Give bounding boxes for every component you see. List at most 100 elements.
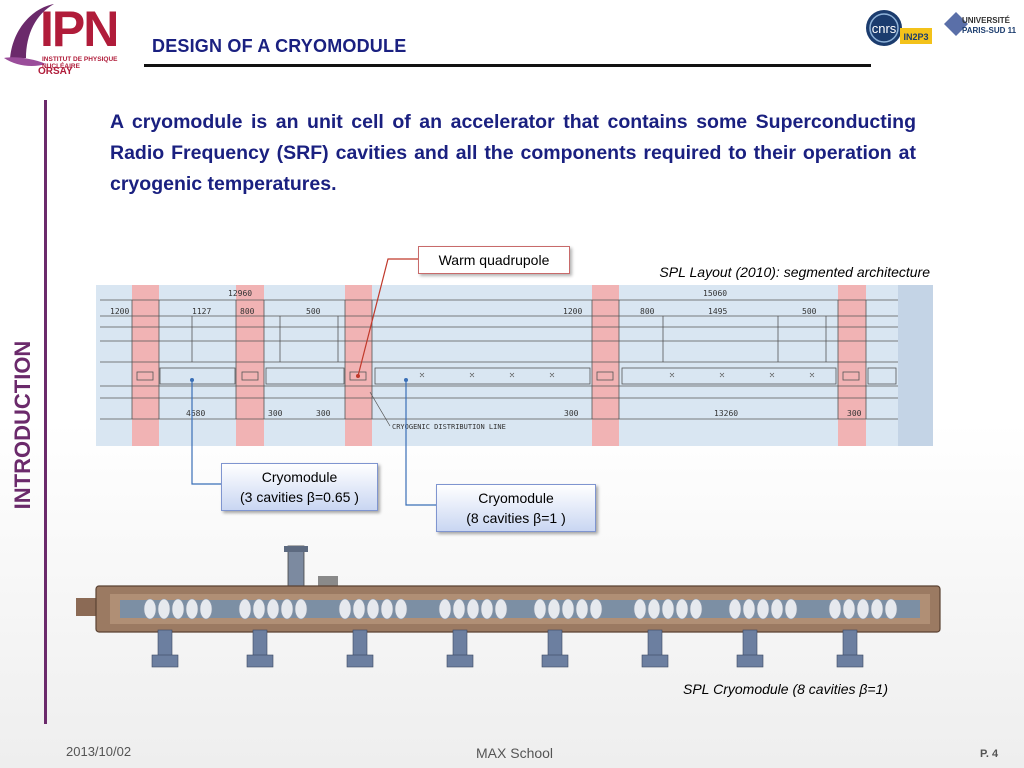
- dim-300-c: 300: [564, 409, 579, 418]
- ipn-logo: IPN INSTITUT DE PHYSIQUE NUCLÉAIRE ORSAY: [2, 0, 134, 84]
- dim-800-right: 800: [640, 307, 655, 316]
- cavity-cell: [756, 598, 770, 620]
- footer-page-number: P. 4: [980, 748, 999, 760]
- support-foot: [346, 654, 374, 668]
- in2p3-logo: IN2P3: [900, 28, 932, 44]
- dim-13260: 13260: [714, 409, 738, 418]
- cavity-cell: [185, 598, 199, 620]
- cryomodule-caption: SPL Cryomodule (8 cavities β=1): [683, 681, 888, 697]
- in2p3-logo-text: IN2P3: [903, 32, 928, 42]
- cavity-cell: [280, 598, 294, 620]
- cryomodule-3-cavities-callout: Cryomodule (3 cavities β=0.65 ): [221, 463, 378, 511]
- dim-300-d: 300: [847, 409, 862, 418]
- dim-500-left: 500: [306, 307, 321, 316]
- warm-leader-line: [357, 258, 418, 377]
- dim-4680: 4680: [186, 409, 205, 418]
- title-underline: [144, 64, 871, 67]
- cavity-cell: [728, 598, 742, 620]
- warm-quadrupole-callout: Warm quadrupole: [418, 246, 570, 274]
- support-foot: [641, 654, 669, 668]
- support-foot: [836, 654, 864, 668]
- cavity-cell: [742, 598, 756, 620]
- cavity-cell: [784, 598, 798, 620]
- cnrs-logo: cnrs: [866, 10, 902, 46]
- cavity-cell: [533, 598, 547, 620]
- ipn-swoosh-icon: [4, 4, 54, 66]
- cavity-cell: [199, 598, 213, 620]
- dim-500-right: 500: [802, 307, 817, 316]
- cavity-cell: [561, 598, 575, 620]
- cryomodule-drawing: [76, 545, 941, 668]
- intro-paragraph: A cryomodule is an unit cell of an accel…: [110, 111, 916, 195]
- cavity-cell: [870, 598, 884, 620]
- cryo-line-label: CRYOGENIC DISTRIBUTION LINE: [392, 423, 506, 431]
- cavity-cell: [575, 598, 589, 620]
- cavity-cell: [770, 598, 784, 620]
- cm1-leader-line: [191, 380, 221, 485]
- warm-leader-dot: [356, 374, 360, 378]
- dim-1127: 1127: [192, 307, 211, 316]
- cm2-detail: (8 cavities β=1 ): [466, 510, 566, 526]
- cavity-cell: [438, 598, 452, 620]
- cm2-leader-line: [405, 380, 436, 506]
- cm2-title: Cryomodule: [478, 490, 554, 506]
- dim-15060: 15060: [703, 289, 727, 298]
- cavity-cell: [394, 598, 408, 620]
- cavity-cell: [828, 598, 842, 620]
- cavity-cell: [238, 598, 252, 620]
- cryomodule-8-cavities-callout: Cryomodule (8 cavities β=1 ): [436, 484, 596, 532]
- cavity-cell: [171, 598, 185, 620]
- cavity-cell: [547, 598, 561, 620]
- warm-band-5: [838, 285, 866, 446]
- spl-layout-schematic: 12960 15060 1200 1127 800 500 1200 800 1…: [96, 285, 933, 446]
- support-foot: [151, 654, 179, 668]
- cavity-cell: [338, 598, 352, 620]
- support-foot: [446, 654, 474, 668]
- logo-ipn-text: IPN: [40, 1, 119, 57]
- support-foot: [736, 654, 764, 668]
- cavity-cell: [480, 598, 494, 620]
- dim-300-a: 300: [268, 409, 283, 418]
- cavity-cell: [633, 598, 647, 620]
- dim-1200-left: 1200: [110, 307, 129, 316]
- cavity-cell: [380, 598, 394, 620]
- warm-band-3: [345, 285, 372, 446]
- cavity-cell: [856, 598, 870, 620]
- warm-band-4: [592, 285, 619, 446]
- schematic-end-block: [898, 285, 933, 446]
- cavity-cell: [266, 598, 280, 620]
- cavity-cell: [352, 598, 366, 620]
- support-foot: [246, 654, 274, 668]
- cavity-cell: [452, 598, 466, 620]
- cnrs-logo-text: cnrs: [872, 21, 897, 36]
- footer-school: MAX School: [476, 745, 554, 761]
- cm2-leader-dot: [404, 378, 408, 382]
- dim-12960: 12960: [228, 289, 252, 298]
- warm-band-1: [132, 285, 159, 446]
- dim-1495: 1495: [708, 307, 727, 316]
- sidebar-rule: [44, 100, 47, 724]
- footer-date: 2013/10/02: [66, 744, 132, 759]
- cavity-cell: [157, 598, 171, 620]
- cavity-cell: [143, 598, 157, 620]
- cavity-cell: [494, 598, 508, 620]
- cavity-cell: [884, 598, 898, 620]
- dim-300-b: 300: [316, 409, 331, 418]
- dim-1200-right: 1200: [563, 307, 582, 316]
- cavity-cell: [589, 598, 603, 620]
- cavity-cell: [647, 598, 661, 620]
- universite-logo-line2: PARIS-SUD 11: [962, 26, 1017, 35]
- support-foot: [541, 654, 569, 668]
- cm1-detail: (3 cavities β=0.65 ): [240, 489, 359, 505]
- layout-caption: SPL Layout (2010): segmented architectur…: [659, 264, 930, 280]
- cavity-cell: [842, 598, 856, 620]
- logo-ipn-place: ORSAY: [38, 66, 73, 77]
- cavity-cell: [252, 598, 266, 620]
- page-title: DESIGN OF A CRYOMODULE: [152, 36, 407, 56]
- cm1-leader-dot: [190, 378, 194, 382]
- cavity-cell: [661, 598, 675, 620]
- cavity-cell: [294, 598, 308, 620]
- cavity-cell: [366, 598, 380, 620]
- cavity-cell: [675, 598, 689, 620]
